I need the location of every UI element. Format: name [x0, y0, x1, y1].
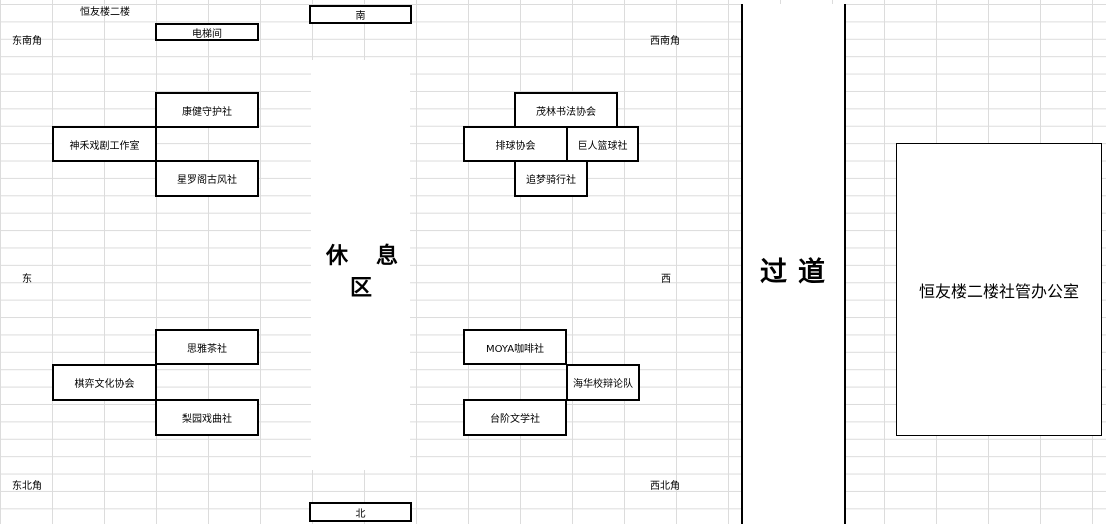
- room-juren: 巨人篮球社: [566, 126, 639, 162]
- room-elevator: 电梯间: [155, 23, 259, 41]
- rest-area-char-xiu: 休: [326, 243, 349, 269]
- southeast-corner-label: 东南角: [12, 36, 42, 47]
- room-kangjian: 康健守护社: [155, 92, 259, 128]
- room-qiyi: 棋弈文化协会: [52, 364, 157, 401]
- room-taijie: 台阶文学社: [463, 399, 567, 436]
- room-siya: 思雅茶社: [155, 329, 259, 365]
- rest-area-char-qu: 区: [350, 275, 373, 301]
- rest-area-zone: [311, 60, 410, 470]
- room-zhuimeng: 追梦骑行社: [514, 160, 588, 197]
- southwest-corner-label: 西南角: [650, 36, 680, 47]
- rest-area-char-xi: 息: [376, 243, 399, 269]
- room-xingluo: 星罗阁古风社: [155, 160, 259, 197]
- south-label: 南: [309, 5, 412, 24]
- west-label: 西: [661, 274, 671, 285]
- corridor-char-dao: 道: [798, 257, 825, 288]
- corridor-zone: [742, 4, 845, 524]
- room-shenhe: 神禾戏剧工作室: [52, 126, 157, 162]
- room-maolin: 茂林书法协会: [514, 92, 618, 128]
- building-label: 恒友楼二楼: [80, 7, 130, 18]
- room-moya: MOYA咖啡社: [463, 329, 567, 365]
- northwest-corner-label: 西北角: [650, 481, 680, 492]
- corridor-right-line: [844, 4, 846, 524]
- northeast-corner-label: 东北角: [12, 481, 42, 492]
- east-label: 东: [22, 274, 32, 285]
- north-label: 北: [309, 502, 412, 522]
- room-liyuan: 梨园戏曲社: [155, 399, 259, 436]
- corridor-char-guo: 过: [760, 257, 787, 288]
- corridor-left-line: [741, 4, 743, 524]
- room-haihua: 海华校辩论队: [566, 364, 640, 401]
- room-paiqiu: 排球协会: [463, 126, 568, 162]
- room-office: 恒友楼二楼社管办公室: [896, 143, 1102, 436]
